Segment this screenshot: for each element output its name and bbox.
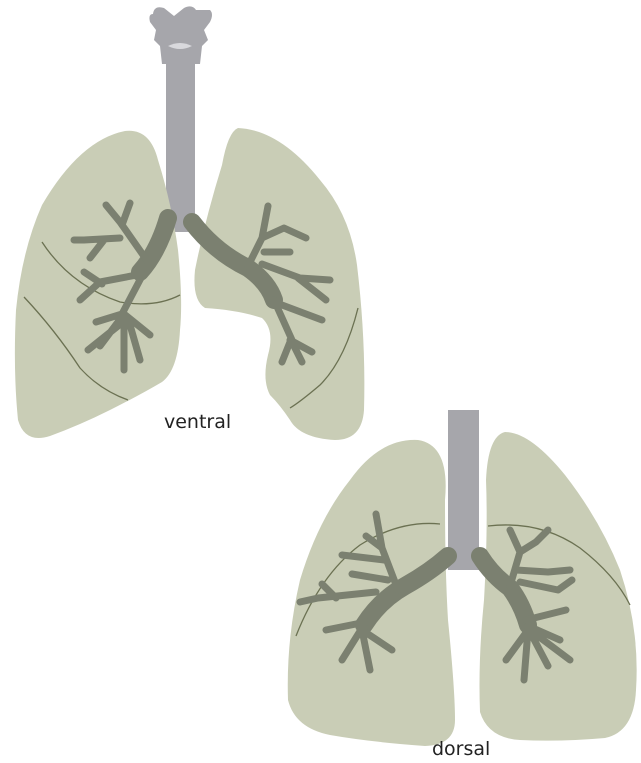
dorsal-view: dorsal: [288, 410, 637, 760]
ventral-larynx: [149, 6, 212, 64]
ventral-view: ventral: [15, 6, 364, 440]
ventral-label: ventral: [164, 411, 231, 433]
ventral-trachea: [166, 62, 195, 232]
ventral-left-lung: [194, 128, 364, 440]
dorsal-trachea: [448, 410, 479, 570]
dorsal-label: dorsal: [432, 738, 490, 760]
